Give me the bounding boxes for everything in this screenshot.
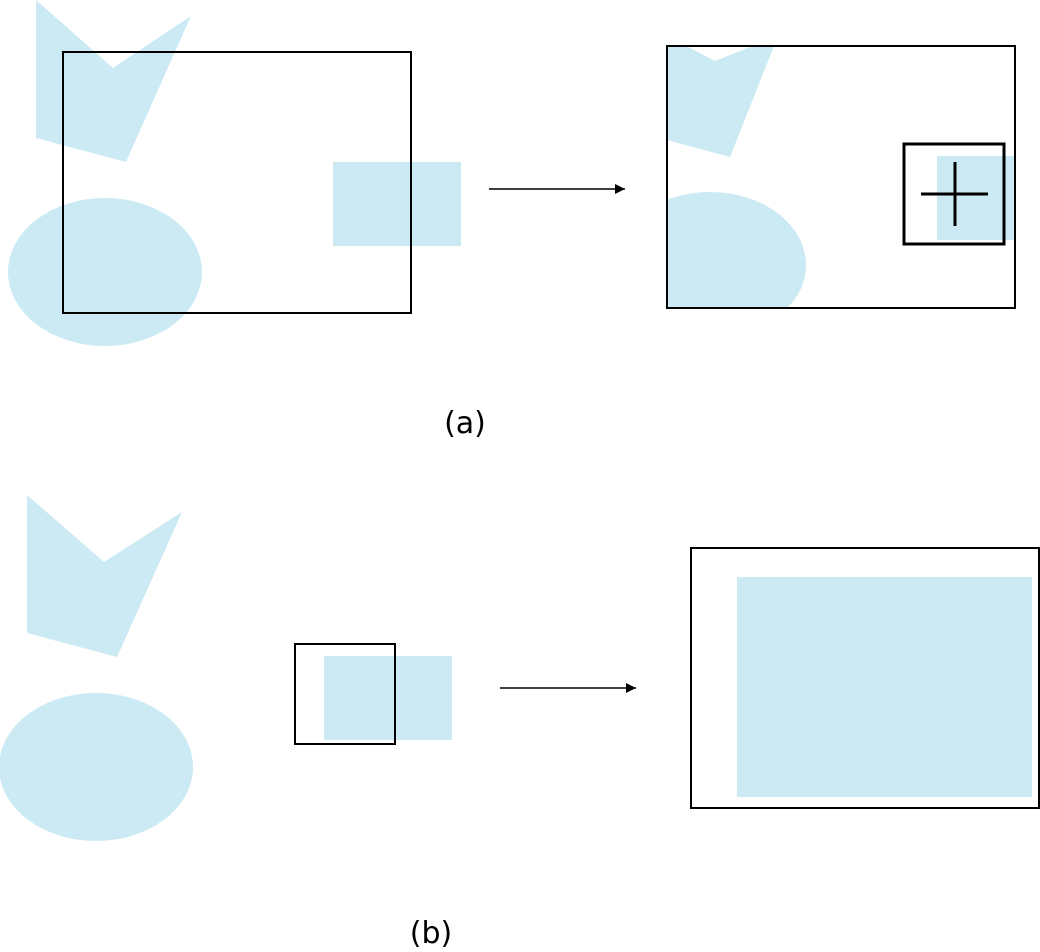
ellipse-shape	[0, 693, 193, 841]
chevron-shape	[36, 0, 191, 162]
crosshair-icon	[921, 162, 988, 226]
rectangle-shape	[737, 577, 1032, 797]
rectangle-shape	[324, 656, 452, 740]
rectangle-shape	[937, 156, 1015, 240]
ellipse-shape	[667, 192, 806, 308]
panel-b-result	[690, 547, 1040, 809]
chevron-shape	[27, 495, 182, 657]
panel-a-scene	[8, 0, 461, 346]
selection-box	[902, 142, 1006, 246]
panel-b-scene	[0, 495, 452, 841]
viewport-window	[294, 643, 396, 745]
result-window	[666, 45, 1016, 309]
rectangle-shape	[333, 162, 461, 246]
result-window	[690, 547, 1040, 809]
caption-a: (a)	[444, 406, 486, 441]
panel-b: (b)	[0, 495, 1040, 951]
caption-b: (b)	[410, 916, 452, 951]
viewport-window	[62, 51, 412, 314]
panel-a: (a)	[8, 0, 1016, 441]
chevron-shape	[667, 46, 775, 157]
ellipse-shape	[8, 198, 202, 346]
panel-a-result	[666, 45, 1016, 309]
